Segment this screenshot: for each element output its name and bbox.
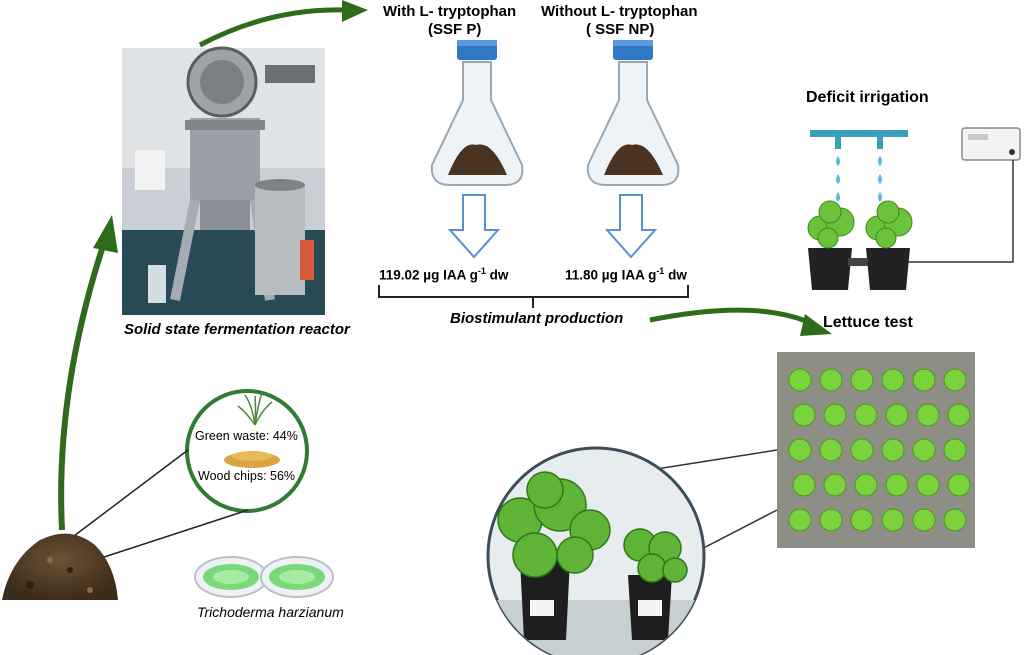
lettuce-plant <box>912 368 936 392</box>
lettuce-plant <box>881 508 905 532</box>
flow-arrow-reactor-to-flasks <box>198 0 368 48</box>
lettuce-plant <box>819 508 843 532</box>
lettuce-plant <box>881 438 905 462</box>
substrate-composition-circle <box>185 389 309 513</box>
ssf-np-iaa-value: 11.80 µg IAA g-1 dw <box>565 266 687 283</box>
lettuce-plant <box>823 473 847 497</box>
wood-chips-label: Wood chips: 56% <box>198 469 296 483</box>
lettuce-plant <box>788 508 812 532</box>
lettuce-closeup-photo <box>486 446 706 655</box>
lettuce-plant <box>943 368 967 392</box>
down-arrow-ssf-np <box>604 194 658 259</box>
lettuce-plant <box>947 473 971 497</box>
lettuce-plant <box>881 368 905 392</box>
flask-ssf-p-title-line1: With L- tryptophan <box>383 3 517 20</box>
ssf-p-iaa-number: 119.02 µg IAA g <box>379 267 478 283</box>
lettuce-plant <box>792 403 816 427</box>
reactor-caption: Solid state fermentation reactor <box>124 321 350 338</box>
biostimulant-production-label: Biostimulant production <box>450 310 624 327</box>
lettuce-plant <box>943 438 967 462</box>
flask-without-tryptophan <box>586 40 680 186</box>
deficit-irrigation-title: Deficit irrigation <box>806 89 929 106</box>
soil-pile <box>2 533 118 600</box>
flask-ssf-np-title-line2: ( SSF NP) <box>586 21 655 38</box>
lettuce-plant <box>850 438 874 462</box>
trichoderma-label: Trichoderma harzianum <box>197 604 344 620</box>
lettuce-plant <box>885 473 909 497</box>
lettuce-plant <box>854 403 878 427</box>
flask-ssf-p-title-line2: (SSF P) <box>428 21 482 38</box>
down-arrow-ssf-p <box>447 194 501 259</box>
irrigation-system <box>807 127 1021 290</box>
flow-arrow-biostimulant-to-lettuce <box>649 307 832 336</box>
lettuce-plant <box>819 368 843 392</box>
lettuce-plant <box>916 403 940 427</box>
green-waste-label: Green waste: 44% <box>195 429 298 443</box>
zoom-lines-substrate <box>57 449 249 561</box>
reactor-photo <box>122 46 325 315</box>
lettuce-plant <box>854 473 878 497</box>
ssf-np-iaa-number: 11.80 µg IAA g <box>565 267 657 283</box>
production-bracket <box>378 285 689 308</box>
lettuce-plant <box>819 438 843 462</box>
lettuce-plant <box>850 508 874 532</box>
flask-ssf-np-title-line1: Without L- tryptophan <box>541 3 698 20</box>
lettuce-plant <box>850 368 874 392</box>
lettuce-plant <box>943 508 967 532</box>
ssf-np-iaa-exponent: -1 <box>656 266 665 276</box>
flask-with-tryptophan <box>430 40 524 186</box>
lettuce-test-title: Lettuce test <box>823 314 913 331</box>
lettuce-plant <box>792 473 816 497</box>
lettuce-plant <box>947 403 971 427</box>
lettuce-plant <box>912 508 936 532</box>
flow-arrow-soil-to-reactor <box>58 215 118 531</box>
lettuce-plant <box>912 438 936 462</box>
ssf-p-iaa-value: 119.02 µg IAA g-1 dw <box>379 266 508 283</box>
ssf-p-iaa-exponent: -1 <box>477 266 486 276</box>
lettuce-field-photo <box>777 352 975 548</box>
lettuce-plant <box>823 403 847 427</box>
ssf-np-iaa-unit: dw <box>664 267 687 283</box>
lettuce-plant <box>885 403 909 427</box>
ssf-p-iaa-unit: dw <box>485 267 509 283</box>
lettuce-plant <box>916 473 940 497</box>
petri-dishes-trichoderma <box>194 556 334 598</box>
lettuce-plant <box>788 438 812 462</box>
lettuce-plant <box>788 368 812 392</box>
